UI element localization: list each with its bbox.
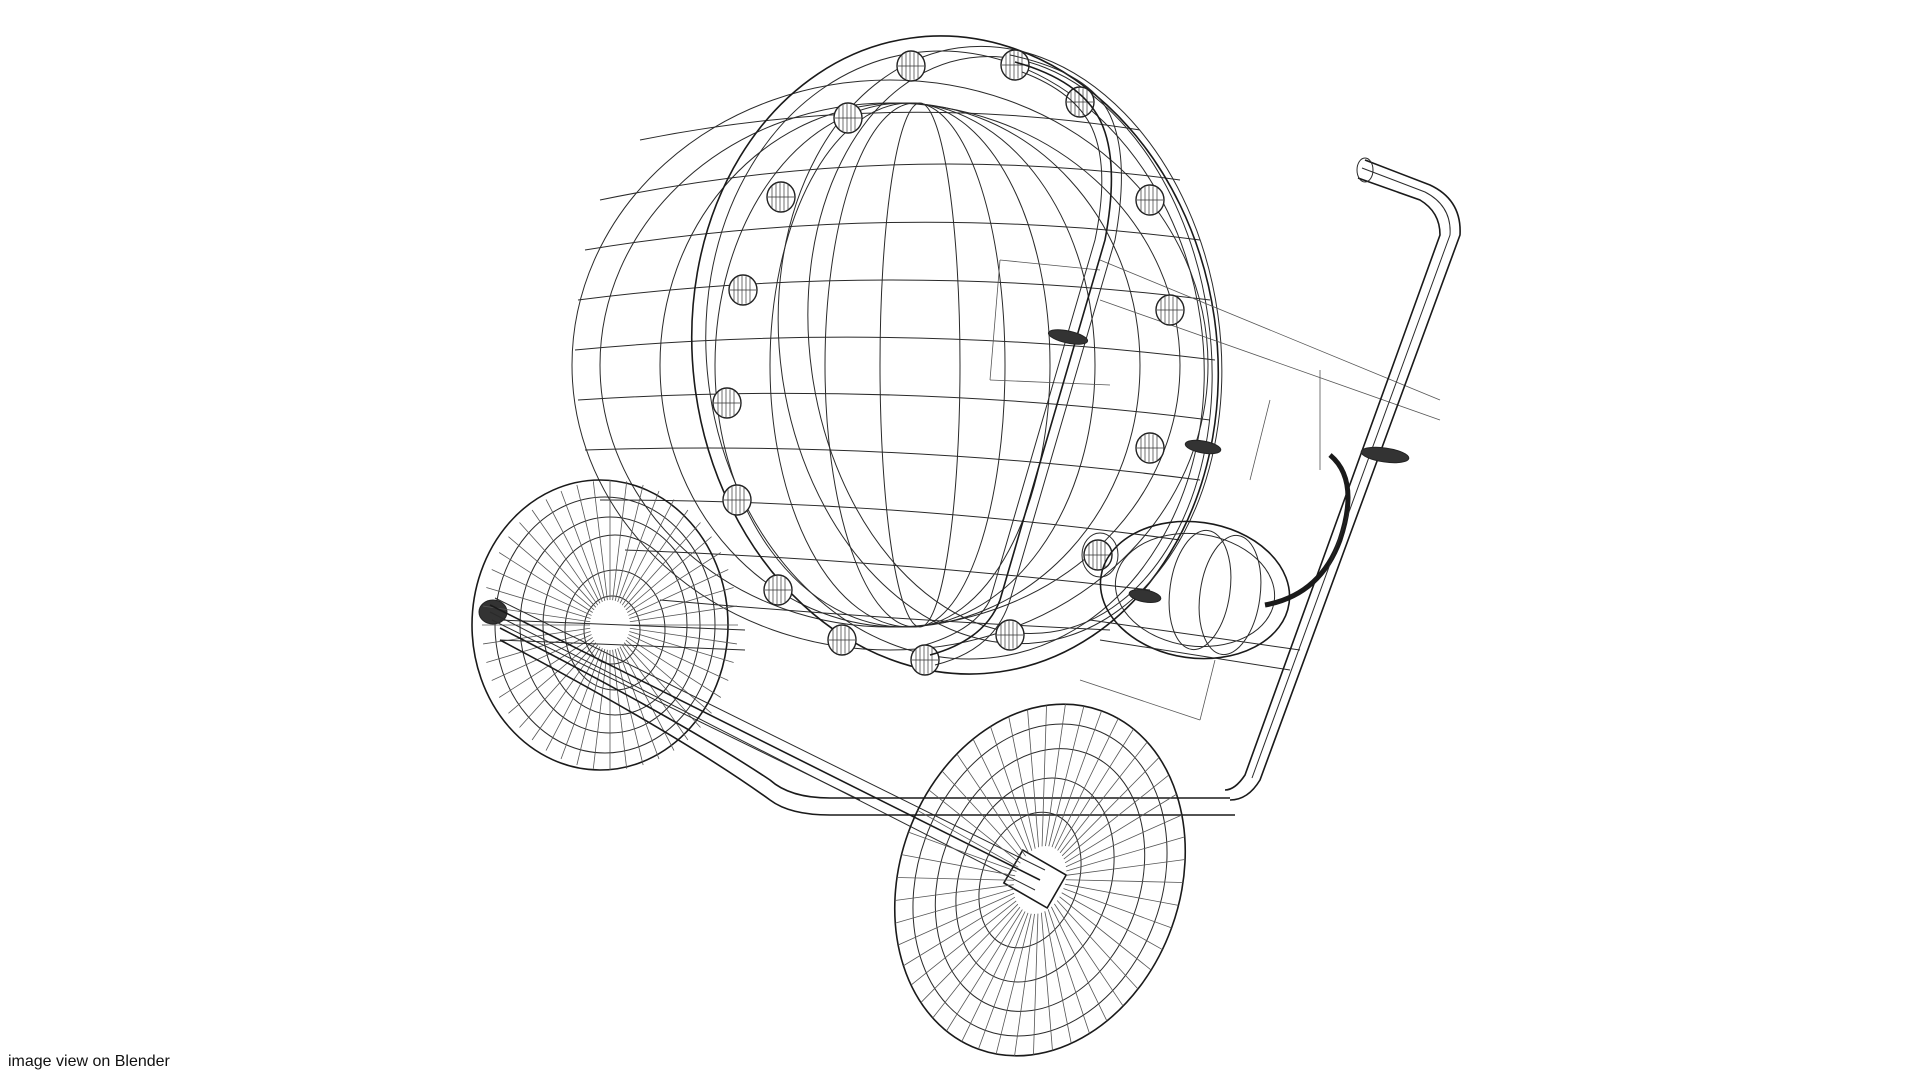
bolt: [1155, 294, 1185, 326]
bolt: [712, 387, 742, 419]
left-wheel: [471, 479, 738, 771]
bolt: [1065, 86, 1095, 118]
image-caption: image view on Blender: [8, 1053, 170, 1070]
right-wheel: [893, 703, 1187, 1057]
bolt: [1135, 432, 1165, 464]
bolt: [827, 624, 857, 656]
drum-tube: [924, 54, 1222, 666]
push-handle: [1224, 157, 1461, 801]
bolt: [995, 619, 1025, 651]
bolt: [1083, 539, 1113, 571]
drum-bolts: [712, 49, 1185, 676]
motor: [1081, 453, 1351, 671]
bolt: [728, 274, 758, 306]
bolt: [833, 102, 863, 134]
bolt: [766, 181, 796, 213]
bolt: [896, 50, 926, 82]
bolt: [722, 484, 752, 516]
bolt: [1135, 184, 1165, 216]
bolt: [910, 644, 940, 676]
mixer-drum: [571, 35, 1441, 721]
chassis-frame: [489, 597, 1235, 891]
bolt: [763, 574, 793, 606]
